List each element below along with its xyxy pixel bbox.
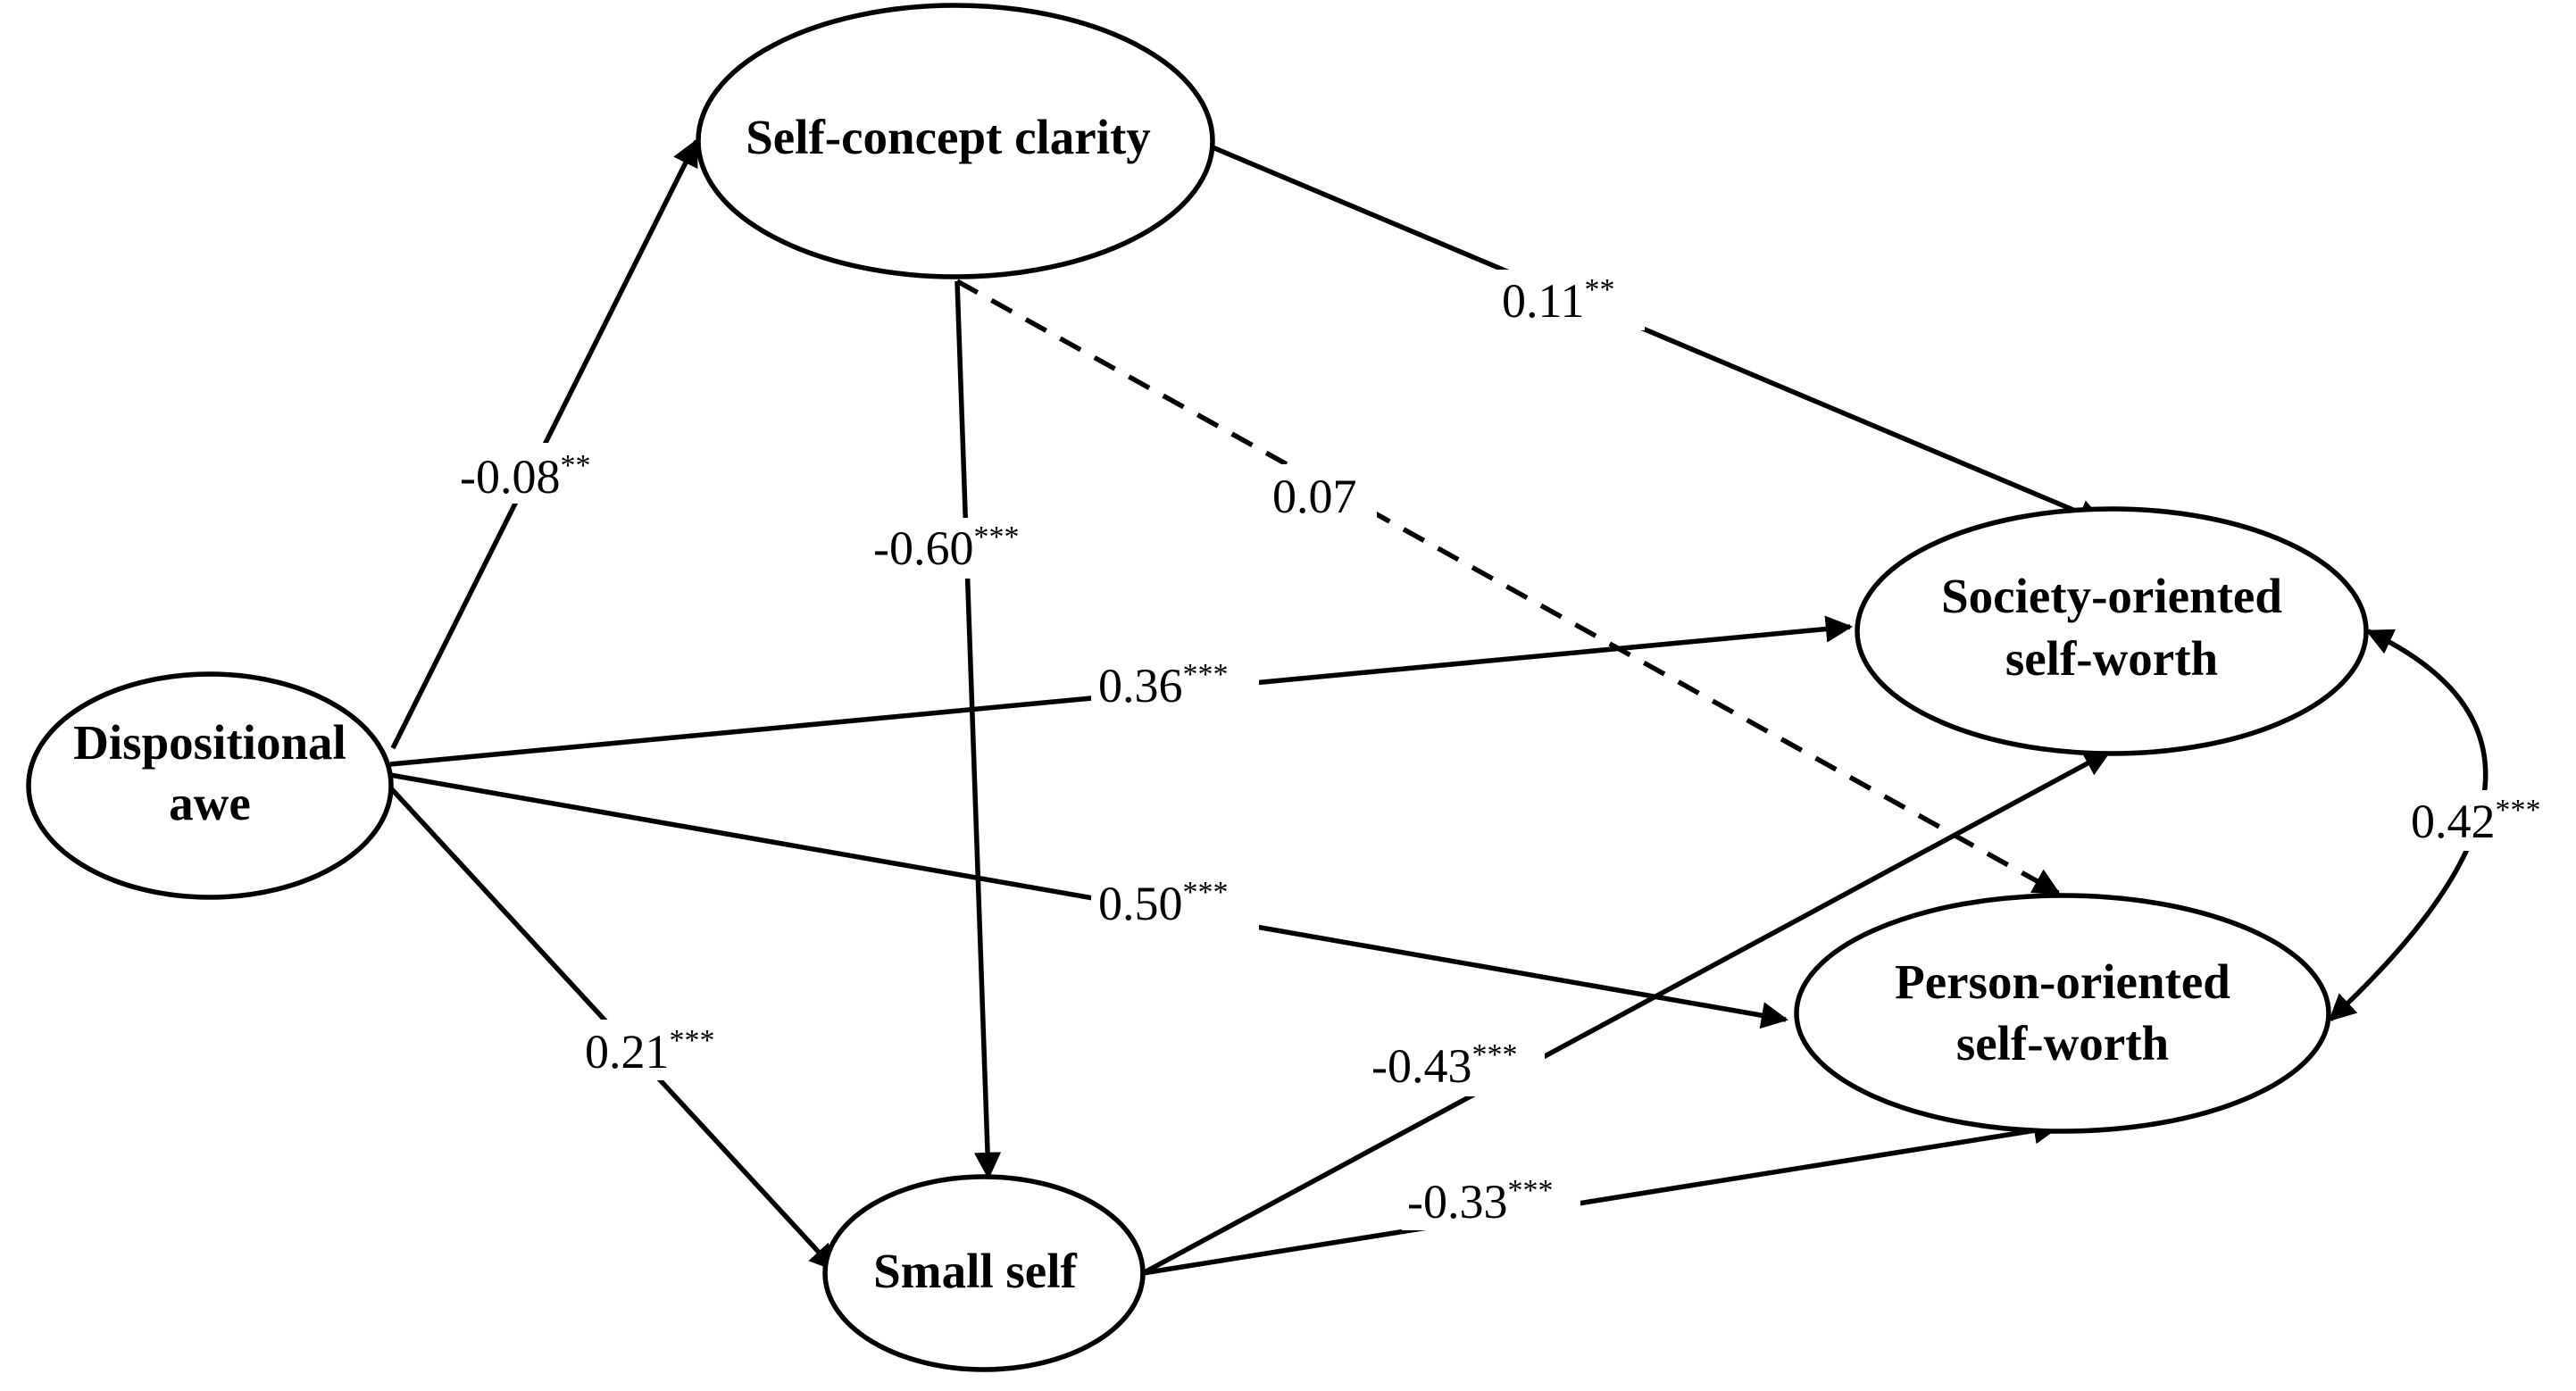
svg-text:-0.60***: -0.60*** bbox=[873, 521, 1019, 575]
svg-text:0.21***: 0.21*** bbox=[585, 1024, 715, 1079]
coef-label-clarity-to-person: 0.07 bbox=[1266, 464, 1377, 525]
path-arrow-clarity-to-society bbox=[1211, 145, 2105, 526]
svg-text:-0.08**: -0.08** bbox=[460, 449, 590, 504]
svg-text:0.50***: 0.50*** bbox=[1098, 876, 1229, 930]
path-arrow-small-to-person bbox=[1142, 1117, 2061, 1276]
node-label: self-worth bbox=[1956, 1016, 2169, 1070]
coef-label-awe-to-clarity: -0.08** bbox=[451, 443, 612, 504]
node-label: Dispositional bbox=[73, 715, 346, 770]
coef-label-awe-to-small: 0.21*** bbox=[580, 1020, 748, 1080]
coef-label-clarity-to-small: -0.60*** bbox=[868, 518, 1046, 579]
node-self-concept-clarity: Self-concept clarity bbox=[696, 3, 1215, 279]
coef-label-awe-to-person: 0.50*** bbox=[1091, 871, 1259, 932]
path-arrow-awe-to-person bbox=[389, 772, 1788, 1029]
coef-label-small-to-person: -0.33*** bbox=[1402, 1170, 1580, 1230]
node-label: self-worth bbox=[2005, 631, 2218, 686]
path-arrow-small-to-society bbox=[1141, 749, 2112, 1276]
path-arrow-clarity-to-person bbox=[955, 279, 2061, 895]
coef-label-covariance: 0.42*** bbox=[2406, 790, 2563, 851]
svg-text:0.42***: 0.42*** bbox=[2411, 794, 2541, 848]
coef-label-awe-to-society: 0.36*** bbox=[1091, 654, 1259, 714]
node-label: awe bbox=[169, 776, 251, 830]
node-label: Society-oriented bbox=[1941, 569, 2282, 623]
node-person-oriented-self-worth: Person-oriented self-worth bbox=[1794, 893, 2331, 1134]
svg-text:0.07: 0.07 bbox=[1272, 470, 1357, 523]
coef-label-clarity-to-society: 0.11** bbox=[1493, 270, 1645, 330]
node-small-self: Small self bbox=[822, 1174, 1146, 1372]
node-label: Self-concept clarity bbox=[746, 110, 1151, 164]
node-label: Small self bbox=[873, 1244, 1077, 1298]
svg-text:0.36***: 0.36*** bbox=[1098, 658, 1229, 712]
svg-text:-0.33***: -0.33*** bbox=[1407, 1174, 1553, 1229]
node-dispositional-awe: Dispositional awe bbox=[26, 671, 394, 900]
node-society-oriented-self-worth: Society-oriented self-worth bbox=[1855, 506, 2369, 756]
node-label: Person-oriented bbox=[1895, 954, 2230, 1009]
svg-text:0.11**: 0.11** bbox=[1502, 273, 1615, 328]
coef-label-small-to-society: -0.43*** bbox=[1366, 1036, 1545, 1096]
covariance-arrow-society-person bbox=[2328, 629, 2488, 1022]
path-arrow-clarity-to-small bbox=[955, 280, 1002, 1180]
svg-text:-0.43***: -0.43*** bbox=[1371, 1038, 1517, 1093]
